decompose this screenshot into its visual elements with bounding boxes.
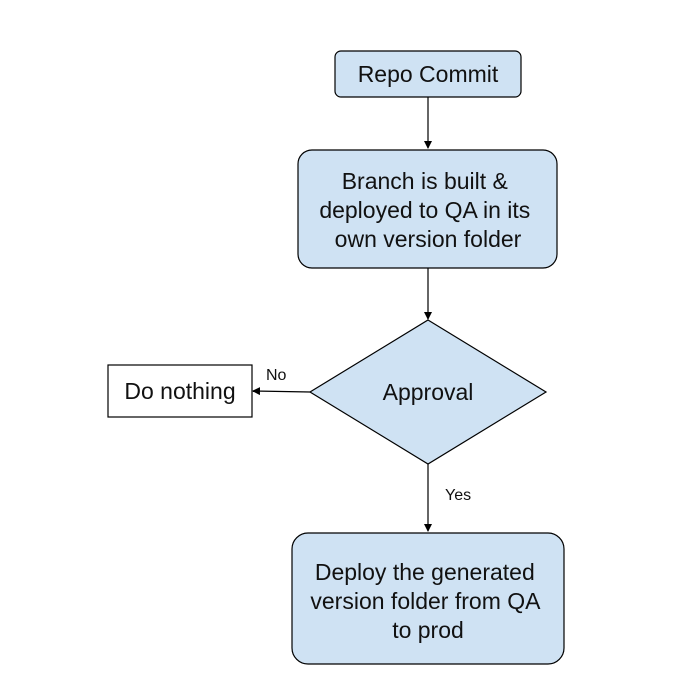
node-deploy-prod-line-2: version folder from QA bbox=[310, 588, 541, 614]
node-repo-commit-text: Repo Commit bbox=[358, 61, 499, 87]
node-approval-shape bbox=[308, 319, 548, 465]
node-do-nothing-text: Do nothing bbox=[124, 378, 235, 404]
node-do-nothing: Do nothing bbox=[107, 364, 253, 418]
node-approval-text: Approval bbox=[383, 379, 474, 405]
node-branch-built: Branch is built & deployed to QA in its … bbox=[297, 149, 558, 269]
edge-label-no: No bbox=[266, 367, 287, 384]
node-do-nothing-line-1: Do nothing bbox=[124, 378, 235, 404]
node-branch-built-text: Branch is built & deployed to QA in its … bbox=[319, 168, 536, 252]
node-deploy-prod-line-1: Deploy the generated bbox=[315, 559, 535, 585]
node-repo-commit: Repo Commit bbox=[334, 50, 522, 98]
node-deploy-prod-shape bbox=[291, 532, 565, 665]
node-approval-line-1: Approval bbox=[383, 379, 474, 405]
node-repo-commit-shape bbox=[334, 50, 522, 98]
node-repo-commit-line-1: Repo Commit bbox=[358, 61, 499, 87]
node-deploy-prod-line-3: to prod bbox=[392, 617, 464, 643]
edge-approval-no bbox=[252, 387, 311, 396]
node-deploy-prod: Deploy the generated version folder from… bbox=[291, 532, 565, 665]
edge-label-yes: Yes bbox=[445, 487, 471, 504]
node-deploy-prod-text: Deploy the generated version folder from… bbox=[310, 559, 545, 643]
node-branch-built-line-1: Branch is built & bbox=[342, 168, 508, 194]
node-do-nothing-shape bbox=[107, 364, 253, 418]
node-approval: Approval bbox=[308, 319, 548, 465]
node-branch-built-shape bbox=[297, 149, 558, 269]
node-branch-built-line-2: deployed to QA in its bbox=[319, 197, 530, 223]
node-branch-built-line-3: own version folder bbox=[335, 226, 522, 252]
